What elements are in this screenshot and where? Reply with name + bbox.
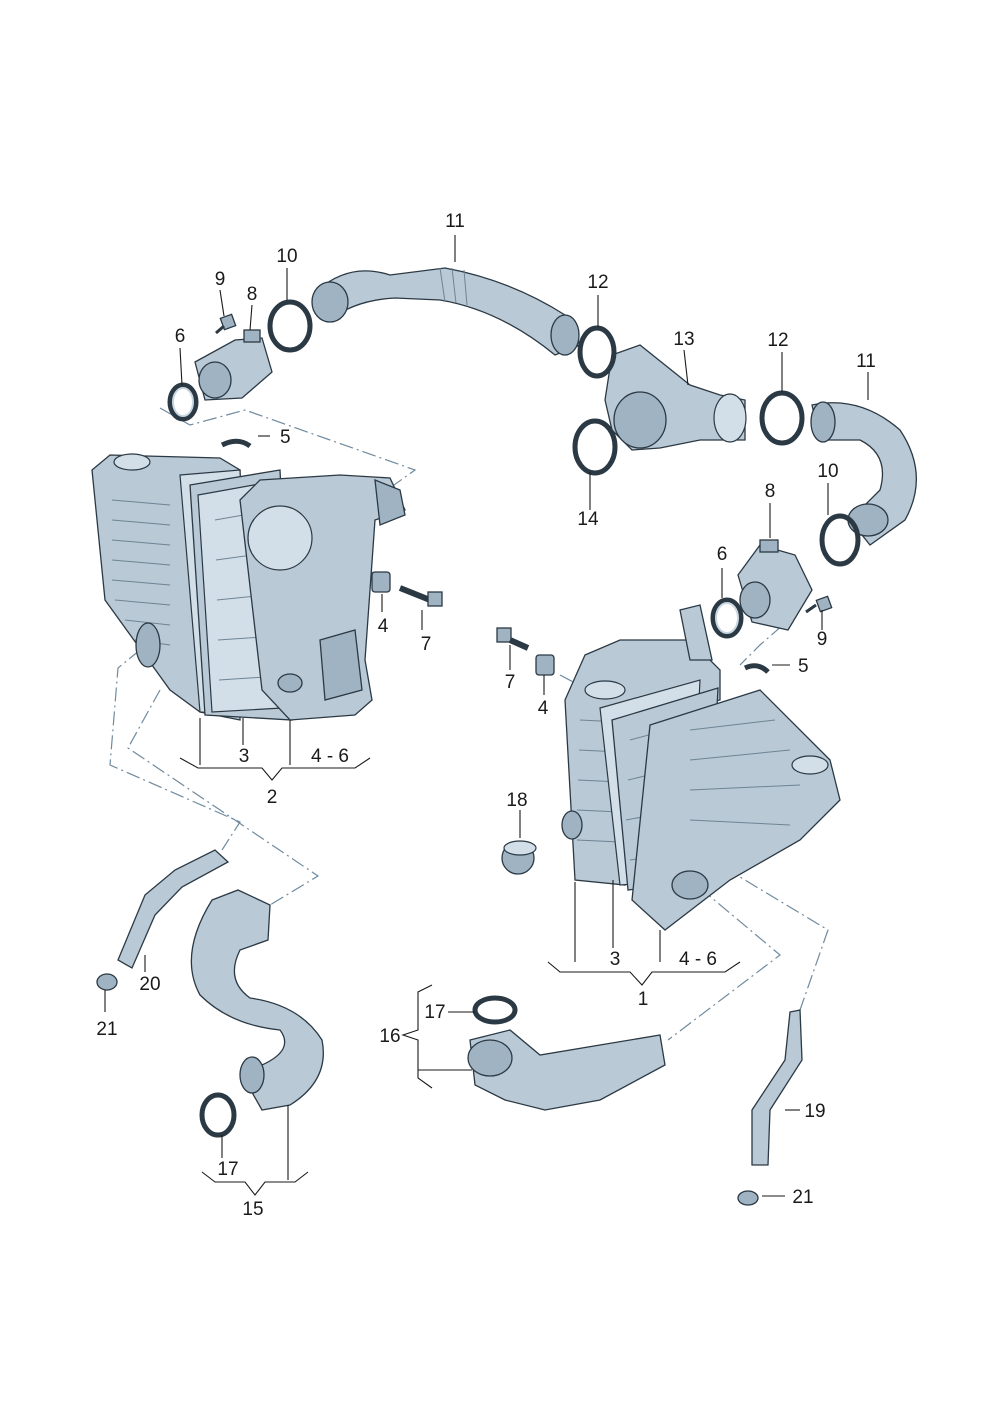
callout-19: 19 bbox=[804, 1101, 825, 1122]
callout-5-right: 5 bbox=[798, 656, 809, 677]
callout-10-left: 10 bbox=[276, 246, 297, 267]
callout-11-right: 11 bbox=[856, 351, 876, 372]
callout-8-left: 8 bbox=[247, 284, 258, 305]
callout-5-left: 5 bbox=[280, 427, 291, 448]
callout-9-right: 9 bbox=[817, 629, 828, 650]
callout-11-upper: 11 bbox=[445, 211, 465, 232]
callout-3-right: 3 bbox=[610, 949, 621, 970]
intake-pipe-upper bbox=[311, 267, 581, 356]
callout-17-upper: 17 bbox=[424, 1002, 445, 1023]
callout-16: 16 bbox=[379, 1026, 400, 1047]
callout-labels: 11 10 9 8 6 5 12 13 12 11 14 8 10 6 4 7 … bbox=[96, 211, 875, 1220]
callout-6-right: 6 bbox=[717, 544, 728, 565]
leader-lines bbox=[104, 235, 869, 1197]
callout-4-6-left: 4 - 6 bbox=[311, 746, 349, 767]
air-filter-housing-right bbox=[561, 604, 841, 931]
callout-1: 1 bbox=[638, 989, 649, 1010]
y-connector bbox=[604, 344, 747, 451]
air-mass-meter-right bbox=[737, 539, 813, 631]
clamps-and-seals bbox=[167, 299, 861, 1138]
air-mass-meter-left bbox=[194, 329, 273, 401]
callout-17-lower: 17 bbox=[217, 1159, 238, 1180]
callout-21-left: 21 bbox=[96, 1019, 117, 1040]
callout-2: 2 bbox=[267, 787, 278, 808]
callout-10-right: 10 bbox=[817, 461, 838, 482]
callout-8-right: 8 bbox=[765, 481, 776, 502]
small-hardware bbox=[215, 313, 833, 875]
callout-4-6-right: 4 - 6 bbox=[679, 949, 717, 970]
callout-7-left: 7 bbox=[421, 634, 432, 655]
callout-15: 15 bbox=[242, 1199, 263, 1220]
callout-3-left: 3 bbox=[239, 746, 250, 767]
callout-20: 20 bbox=[139, 974, 160, 995]
callout-13: 13 bbox=[673, 329, 694, 350]
callout-6-left: 6 bbox=[175, 326, 186, 347]
air-filter-housing-left bbox=[91, 453, 406, 721]
callout-21-right: 21 bbox=[792, 1187, 813, 1208]
callout-4-left: 4 bbox=[378, 616, 389, 637]
callout-12-right: 12 bbox=[767, 330, 788, 351]
intake-pipe-right bbox=[810, 401, 918, 546]
callout-18: 18 bbox=[506, 790, 527, 811]
callout-7-right: 7 bbox=[505, 672, 516, 693]
lower-ducts bbox=[96, 849, 803, 1206]
callout-4-right: 4 bbox=[538, 698, 549, 719]
callout-9-left: 9 bbox=[215, 269, 226, 290]
callout-12-left: 12 bbox=[587, 272, 608, 293]
callout-14: 14 bbox=[577, 509, 599, 530]
